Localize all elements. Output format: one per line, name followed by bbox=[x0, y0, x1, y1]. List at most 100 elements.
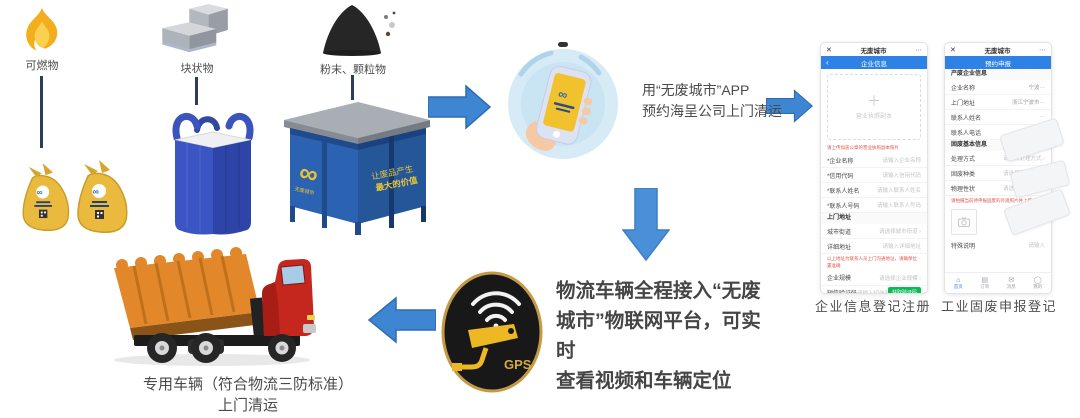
field-label: *联系人号码 bbox=[827, 203, 860, 210]
field-placeholder: 请输入 bbox=[1028, 243, 1045, 250]
app-title: 无废城市 bbox=[860, 47, 887, 55]
nav-title: 预约申报 bbox=[985, 60, 1011, 68]
field-select: 请选择处理方式 › bbox=[1003, 156, 1045, 162]
form-row[interactable]: 特殊说明 请输入 bbox=[945, 238, 1051, 252]
app-title: 无废城市 bbox=[984, 47, 1011, 55]
form-row[interactable]: 联系人姓名 ··· bbox=[945, 110, 1051, 125]
arrow-right-icon bbox=[766, 89, 814, 123]
sms-row: 短信验证码 请输入短信验证码 获取验证码 bbox=[821, 286, 927, 294]
tab-orders[interactable]: ▤ 订单 bbox=[972, 273, 999, 293]
tab-bar: ⌂ 首页 ▤ 订单 ✉ 消息 ◯ 我的 bbox=[945, 272, 1051, 293]
form-row[interactable]: *信用代码 请输入信用代码 bbox=[821, 168, 927, 184]
more-icon[interactable]: ⋯ bbox=[1039, 46, 1046, 54]
field-placeholder: 请输入联系人号码 bbox=[876, 203, 921, 210]
orders-icon: ▤ bbox=[981, 276, 989, 284]
form-row[interactable]: 上门地址 浙江宁波市··· bbox=[945, 95, 1051, 110]
flame-icon bbox=[26, 7, 58, 51]
dump-truck-icon bbox=[114, 247, 316, 366]
connector-line bbox=[195, 77, 198, 105]
form-row[interactable]: *联系人号码 请输入联系人号码 bbox=[821, 198, 927, 214]
field-value: ··· bbox=[1039, 114, 1046, 120]
phone1-caption: 企业信息登记注册 bbox=[814, 299, 931, 314]
form-row[interactable]: 企业名称 宁波··· bbox=[945, 80, 1051, 95]
field-label: 联系人电话 bbox=[951, 130, 982, 137]
iot-platform-text: 物流车辆全程接入“无废 城市”物联网平台，可实时 查看视频和车辆定位 bbox=[556, 276, 780, 396]
field-label: 上门地址 bbox=[951, 100, 976, 107]
camera-icon bbox=[958, 217, 970, 228]
iot-line3: 查看视频和车辆定位 bbox=[556, 370, 732, 392]
field-label: *联系人姓名 bbox=[827, 188, 860, 195]
label-powder-granular: 粉末、颗粒物 bbox=[320, 64, 386, 76]
upload-label: 营业执照副本 bbox=[855, 114, 892, 120]
nav-bar: ‹ 企业信息 bbox=[821, 56, 927, 69]
connector-line bbox=[40, 76, 43, 148]
field-label: 城市街道 bbox=[827, 229, 852, 236]
field-label: 企业规模 bbox=[827, 276, 852, 283]
field-placeholder: 请输入详细地址 bbox=[882, 244, 921, 251]
license-upload-box[interactable]: ＋ 营业执照副本 bbox=[827, 74, 921, 140]
app-hand-phone-icon: ∞ bbox=[508, 42, 618, 159]
section-enterprise-info: 产废企业信息 bbox=[945, 69, 1051, 80]
infinity-logo: ∞ bbox=[93, 187, 100, 197]
truck-caption-line1: 专用车辆（符合物流三防标准） bbox=[142, 376, 353, 393]
app-booking-line2: 预约海呈公司上门清运 bbox=[642, 103, 782, 119]
form-row[interactable]: 城市街道 请选择城市街道 › bbox=[821, 224, 927, 240]
connector-line bbox=[351, 75, 354, 100]
tab-profile[interactable]: ◯ 我的 bbox=[1025, 273, 1052, 293]
plus-icon: ＋ bbox=[867, 93, 881, 109]
yellow-waste-bags: ∞ ∞ bbox=[22, 160, 128, 233]
field-label: 详细地址 bbox=[827, 244, 852, 251]
close-icon[interactable]: ✕ bbox=[826, 46, 832, 54]
infinity-logo: ∞ bbox=[37, 187, 43, 197]
form-row[interactable]: 详细地址 请输入详细地址 bbox=[821, 239, 927, 255]
form-row[interactable]: *联系人姓名 请输入联系人姓名 bbox=[821, 183, 927, 199]
powder-pile-icon bbox=[323, 5, 396, 56]
photo-note: 请拍摄当前待申报固废的外观照片并上传 bbox=[951, 198, 1032, 203]
phone-statusbar: ✕ 无废城市 ⋯ bbox=[945, 43, 1051, 56]
back-icon[interactable]: ‹ bbox=[826, 57, 829, 67]
label-block-shaped: 块状物 bbox=[180, 63, 214, 75]
truck-wheels bbox=[147, 333, 296, 363]
address-note: 以上地址为联系人员上门沟通地址，请确保位置准确 bbox=[827, 256, 917, 268]
close-icon[interactable]: ✕ bbox=[950, 46, 956, 54]
phone-screenshot-registration: ✕ 无废城市 ⋯ ‹ 企业信息 ＋ 营业执照副本 请上传加盖公章的营业执照副本照… bbox=[820, 42, 928, 294]
tab-messages[interactable]: ✉ 消息 bbox=[998, 273, 1025, 293]
tab-label: 我的 bbox=[1033, 283, 1043, 289]
jumbo-bag-icon bbox=[172, 112, 254, 235]
form-row[interactable]: *企业名称 请输入企业名称 bbox=[821, 153, 927, 169]
infinity-logo: ∞ bbox=[557, 86, 570, 103]
field-label: 处理方式 bbox=[951, 156, 976, 163]
get-code-button[interactable]: 获取验证码 bbox=[887, 287, 921, 293]
nav-title: 企业信息 bbox=[861, 60, 887, 68]
field-value: 浙江宁波市··· bbox=[1012, 100, 1045, 106]
field-placeholder: 请输入联系人姓名 bbox=[876, 188, 921, 195]
field-label: 物理性状 bbox=[951, 186, 976, 193]
arrow-right-icon bbox=[428, 84, 492, 130]
field-label: 特殊说明 bbox=[951, 243, 976, 250]
waste-container-icon: ∞ 无废城市 让废品产生 最大的价值 bbox=[284, 102, 430, 235]
photo-upload-box[interactable] bbox=[951, 209, 977, 236]
tab-label: 首页 bbox=[953, 283, 963, 289]
more-icon[interactable]: ⋯ bbox=[915, 46, 922, 54]
tab-label: 订单 bbox=[980, 283, 990, 289]
truck-caption: 专用车辆（符合物流三防标准） 上门清运 bbox=[88, 374, 408, 416]
sms-input[interactable]: 请输入短信验证码 bbox=[857, 290, 888, 294]
phone2-caption: 工业固废申报登记 bbox=[940, 299, 1057, 314]
section-address: 上门地址 bbox=[821, 213, 927, 225]
form-row[interactable]: 处理方式 请选择处理方式 › bbox=[945, 151, 1051, 166]
field-label: *信用代码 bbox=[827, 173, 854, 180]
field-select: 请选择城市街道 › bbox=[879, 229, 921, 236]
arrow-left-icon bbox=[367, 296, 436, 344]
form-row[interactable]: 企业规模 请选择企业规模 › bbox=[821, 271, 927, 286]
field-select: 请选择企业规模 › bbox=[879, 275, 921, 282]
field-label: *企业名称 bbox=[827, 158, 854, 165]
messages-icon: ✉ bbox=[1008, 276, 1015, 284]
tab-label: 消息 bbox=[1006, 283, 1016, 289]
home-icon: ⌂ bbox=[956, 276, 961, 284]
gps-camera-icon: GPS bbox=[441, 271, 543, 393]
field-value: 宁波··· bbox=[1028, 85, 1046, 91]
iot-line2: 城市”物联网平台，可实时 bbox=[556, 310, 761, 362]
field-label: 固废种类 bbox=[951, 171, 976, 178]
tab-home[interactable]: ⌂ 首页 bbox=[945, 273, 972, 293]
